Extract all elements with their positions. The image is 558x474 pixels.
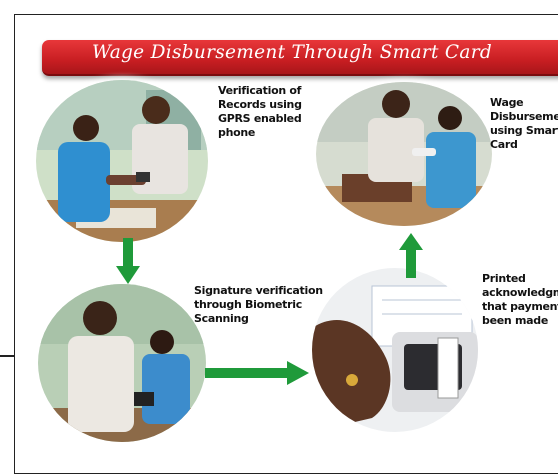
caption-line: Signature verification (194, 284, 323, 297)
verification-photo (36, 80, 208, 242)
caption-line: acknowledgment (482, 286, 558, 299)
caption-line: GPRS enabled (218, 112, 302, 125)
arrow-right-icon (205, 361, 309, 385)
caption-line: through Biometric (194, 298, 302, 311)
title-banner (42, 40, 558, 76)
caption-line: that payment (482, 300, 558, 313)
disbursement-photo (316, 82, 492, 226)
arrow-up-icon (399, 233, 423, 278)
printer-caption: Printed acknowledgment that payment been… (482, 272, 558, 328)
biometric-caption: Signature verification through Biometric… (194, 284, 323, 326)
caption-line: Verification of (218, 84, 302, 97)
verification-caption: Verification of Records using GPRS enabl… (218, 84, 302, 140)
biometric-photo (38, 284, 206, 442)
caption-line: Records using (218, 98, 302, 111)
caption-line: been made (482, 314, 548, 327)
caption-line: phone (218, 126, 256, 139)
caption-line: using Smart (490, 124, 558, 137)
caption-line: Disbursement (490, 110, 558, 123)
caption-line: Wage (490, 96, 524, 109)
disbursement-caption: Wage Disbursement using Smart Card (490, 96, 558, 152)
caption-line: Printed (482, 272, 526, 285)
arrow-down-icon (116, 238, 140, 284)
caption-line: Card (490, 138, 518, 151)
edge-line (0, 355, 14, 357)
caption-line: Scanning (194, 312, 249, 325)
printer-photo (312, 268, 478, 432)
slide-title: Wage Disbursement Through Smart Card (92, 42, 492, 63)
